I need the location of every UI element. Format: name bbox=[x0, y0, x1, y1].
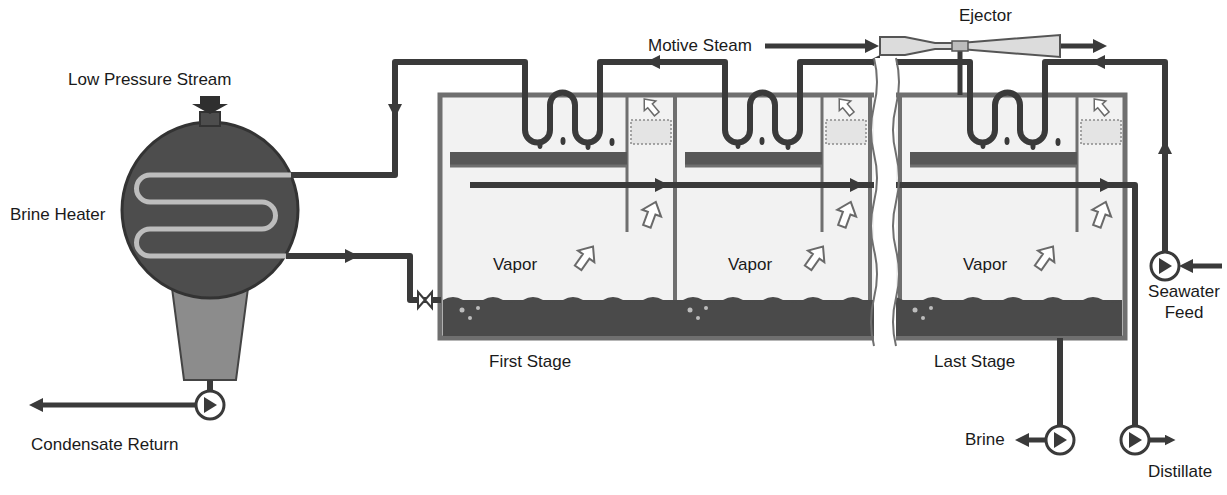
vapor-label: Vapor bbox=[963, 254, 1007, 275]
inlet-valve bbox=[418, 292, 432, 308]
vessel-break bbox=[871, 58, 899, 348]
stream-label: Distillate bbox=[1148, 461, 1212, 482]
brine-pool bbox=[443, 297, 1122, 336]
equipment-label: Brine Heater bbox=[10, 204, 105, 225]
stage-label: First Stage bbox=[489, 351, 571, 372]
stream-label: Brine bbox=[965, 429, 1005, 450]
stage-label: Last Stage bbox=[934, 351, 1015, 372]
equipment-label: Ejector bbox=[959, 5, 1012, 26]
stream-label: Seawater Feed bbox=[1144, 281, 1224, 324]
vapor-label: Vapor bbox=[493, 254, 537, 275]
stream-label: Low Pressure Stream bbox=[68, 69, 231, 90]
flow-arrowheads bbox=[345, 55, 1172, 263]
pumps bbox=[196, 252, 1179, 454]
steam-ejector bbox=[880, 35, 1060, 57]
stream-arrows bbox=[36, 46, 1222, 440]
pipework bbox=[210, 62, 1165, 427]
stream-label: Condensate Return bbox=[31, 434, 178, 455]
stream-label: Motive Steam bbox=[648, 35, 752, 56]
brine-heater bbox=[122, 96, 298, 380]
vapor-label: Vapor bbox=[728, 254, 772, 275]
pump-impellers bbox=[204, 258, 1172, 448]
